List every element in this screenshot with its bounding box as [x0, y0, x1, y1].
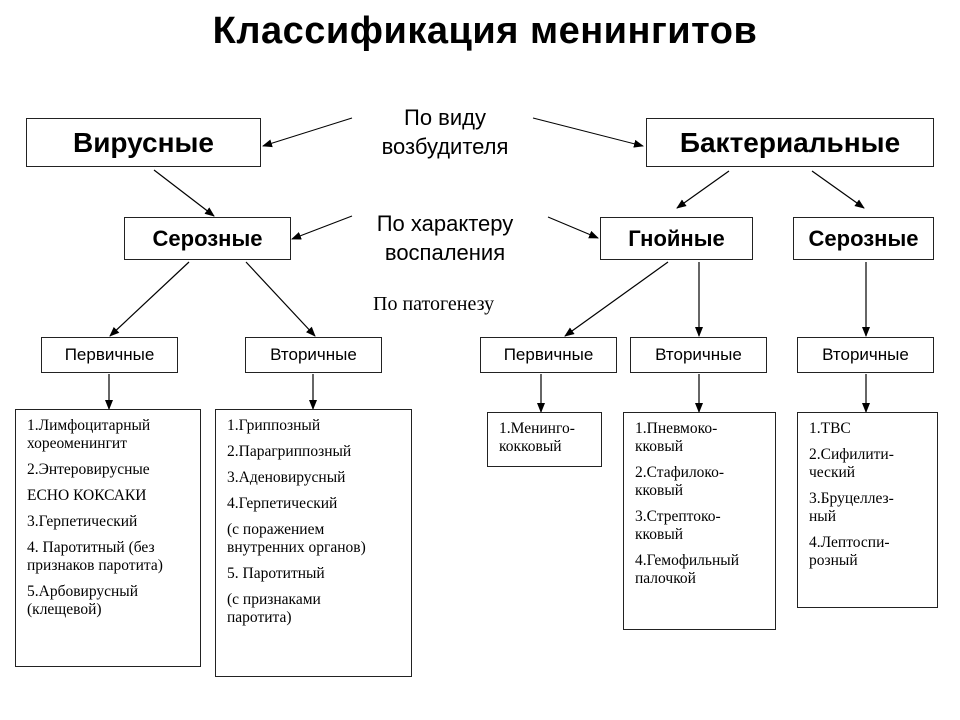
list-item: 4. Паротитный (без признаков паротита) [27, 539, 163, 574]
criterion-by-pathogen: По виду возбудителя [381, 105, 509, 159]
list-item: 1.ТВС [809, 420, 851, 437]
bacterial-serous-label: Серозные [808, 225, 919, 251]
arrow-serous-to-primary [109, 261, 190, 337]
bacterial-node: Бактериальные [646, 118, 934, 167]
criterion-by-inflammation: По характеру воспаления [376, 211, 514, 265]
purulent-node: Гнойные [600, 217, 753, 260]
purulent-secondary-list: 1.Пневмоко- кковый 2.Стафилоко- кковый 3… [623, 412, 776, 630]
purulent-label: Гнойные [628, 225, 725, 251]
list-item: 3.Герпетический [27, 513, 138, 530]
list-item: 4.Герпетический [227, 495, 338, 512]
viral-primary-node: Первичные [41, 337, 178, 373]
viral-primary-list: 1.Лимфоцитарный хореоменингит 2.Энтерови… [15, 409, 201, 667]
criterion-by-pathogenesis: По патогенезу [373, 293, 495, 315]
viral-label: Вирусные [72, 126, 214, 158]
arrow-viral-to-serous [153, 169, 215, 217]
viral-secondary-label: Вторичные [270, 345, 357, 364]
list-item: 2.Сифилити- ческий [809, 446, 894, 481]
bact-serous-secondary-node: Вторичные [797, 337, 934, 373]
list-item: 3.Бруцеллез- ный [809, 490, 894, 525]
page-title: Классификация менингитов [212, 10, 758, 52]
list-item: ЕСНО КОКСАКИ [27, 487, 147, 504]
arrow-serous-to-secondary [245, 261, 316, 337]
viral-secondary-list: 1.Гриппозный 2.Парагриппозный 3.Аденовир… [215, 409, 412, 677]
purulent-secondary-label: Вторичные [655, 345, 742, 364]
arrow-purulent-to-primary [564, 261, 669, 337]
viral-serous-label: Серозные [152, 225, 263, 251]
bacterial-serous-node: Серозные [793, 217, 934, 260]
bact-serous-secondary-label: Вторичные [822, 345, 909, 364]
viral-serous-node: Серозные [124, 217, 291, 260]
arrow-pathogen-to-bacterial [532, 117, 644, 148]
list-item: 2.Парагриппозный [227, 443, 352, 460]
arrow-bacterial-to-purulent [676, 170, 730, 209]
list-item: (с признаками паротита) [227, 591, 321, 626]
list-item: 1.Лимфоцитарный хореоменингит [27, 417, 151, 452]
purulent-secondary-node: Вторичные [630, 337, 767, 373]
list-item: 5. Паротитный [227, 565, 325, 582]
list-item: 3.Аденовирусный [227, 469, 346, 486]
purulent-primary-label: Первичные [503, 345, 594, 364]
purulent-primary-list: 1.Менинго- кокковый [487, 412, 602, 467]
list-item: 2.Энтеровирусные [27, 461, 150, 478]
list-item: 4.Лептоспи- розный [809, 534, 890, 569]
arrow-pathogen-to-viral [262, 117, 353, 148]
viral-node: Вирусные [26, 118, 261, 167]
list-item: 1.Менинго- кокковый [499, 420, 575, 455]
viral-secondary-node: Вторичные [245, 337, 382, 373]
list-item: 1.Пневмоко- кковый [635, 420, 718, 455]
purulent-primary-node: Первичные [480, 337, 617, 373]
bacterial-label: Бактериальные [679, 126, 901, 158]
bact-serous-secondary-list: 1.ТВС 2.Сифилити- ческий 3.Бруцеллез- ны… [797, 412, 938, 608]
list-item: 3.Стрептоко- кковый [635, 508, 721, 543]
list-item: 5.Арбовирусный (клещевой) [27, 583, 138, 618]
arrow-inflammation-to-serous [291, 215, 353, 240]
arrow-inflammation-to-purulent [547, 216, 599, 239]
viral-primary-label: Первичные [64, 345, 155, 364]
arrow-bacterial-to-serous [811, 170, 865, 209]
list-item: 1.Гриппозный [227, 417, 321, 434]
list-item: (с поражением внутренних органов) [227, 521, 366, 556]
list-item: 4.Гемофильный палочкой [635, 552, 739, 587]
list-item: 2.Стафилоко- кковый [635, 464, 725, 499]
